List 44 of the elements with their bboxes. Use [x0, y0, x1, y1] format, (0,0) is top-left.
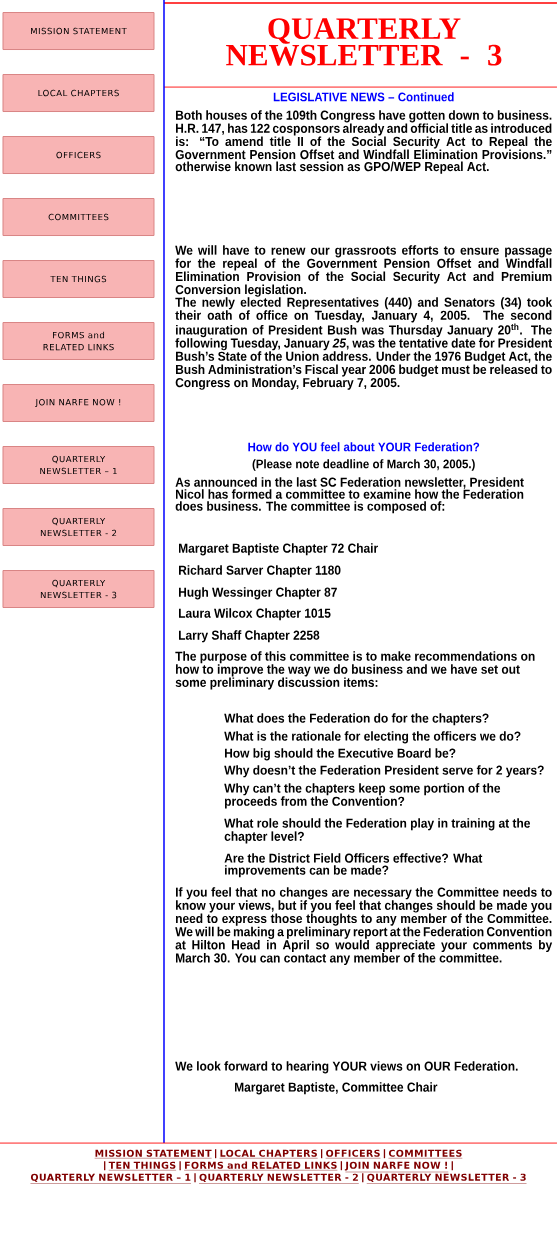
discussion-item: What is the rationale for electing the officers we do?	[224, 731, 521, 744]
discussion-item: How big should the Executive Board be?	[225, 748, 456, 761]
nav-button: QUARTERLY NEWSLETTER - 2	[2, 508, 155, 546]
footer-link: LOCAL CHAPTERS	[219, 1149, 318, 1159]
paragraph: The purpose of this committee is to make recommendations on how to improve the way we do business and we have set out some preliminary discussion items:	[175, 651, 535, 690]
paragraph: We look forward to hearing YOUR views on OUR Federation.	[175, 1061, 518, 1074]
paragraph: Both houses of the 109th Congress have gotten down to business. H.R. 147, has 122 cosponsors already and official title as introduced is: “To amend title II of the Social Security Act to Repeal the Government Pension Offset and Windfall Elimination Provisions.” otherwise known last session as GPO/WEP Repeal Act.	[175, 110, 552, 174]
nav-button: JOIN NARFE NOW !	[2, 384, 155, 422]
section-heading: How do YOU feel about YOUR Federation?	[248, 442, 480, 452]
footer-link: QUARTERLY NEWSLETTER – 1	[30, 1173, 192, 1184]
nav-button: QUARTERLY NEWSLETTER – 1	[2, 446, 155, 484]
footer-link: COMMITTEES	[388, 1149, 463, 1159]
discussion-item: Are the District Field Officers effective? What improvements can be made?	[224, 853, 483, 878]
discussion-item: Why doesn’t the Federation President serve for 2 years?	[224, 765, 544, 778]
nav-button: TEN THINGS	[2, 260, 155, 298]
member-line: Laura Wilcox Chapter 1015	[179, 608, 331, 621]
discussion-item: What role should the Federation play in training at the chapter level?	[224, 818, 530, 844]
member-line: Margaret Baptiste Chapter 72 Chair	[179, 543, 378, 556]
footer-link: MISSION STATEMENT	[94, 1149, 212, 1159]
paragraph: The newly elected Representatives (440) and Senators (34) took their oath of office on Tuesday, January 4, 2005. The second inauguration of President Bush was Thursday January 20$^{th}$. The following Tuesday, January 25, was the tentative date for President Bush’s State of the Union address. Under the 1976 Budget Act, the Bush Administration’s Fiscal year 2006 budget must be released to Congress on Monday, February 7, 2005.	[175, 297, 553, 390]
paragraph: We will have to renew our grassroots efforts to ensure passage for the repeal of the Government Pension Offset and Windfall Elimination Provision of the Social Security Act and Premium Conversion legislation.	[175, 245, 552, 297]
paragraph: If you feel that no changes are necessary the Committee needs to know your views, but if you feel that changes should be made you need to express those thoughts to any member of the Committee. We will be making a preliminary report at the Federation Convention at Hilton Head in April so would appreciate your comments by March 30. You can contact any member of the committee.	[175, 887, 553, 966]
discussion-item: Why can’t the chapters keep some portion of the proceeds from the Convention?	[224, 783, 501, 809]
footer-link: FORMS and RELATED LINKS	[183, 1161, 338, 1171]
footer-link: QUARTERLY NEWSLETTER - 2	[198, 1173, 359, 1184]
nav-button: FORMS and RELATED LINKS	[2, 322, 155, 360]
title: QUARTERLY NEWSLETTER - 3	[226, 18, 502, 66]
section-heading: LEGISLATIVE NEWS – Continued	[273, 92, 454, 102]
member-line: Hugh Wessinger Chapter 87	[179, 587, 337, 600]
signature: Margaret Baptiste, Committee Chair	[235, 1082, 438, 1095]
footer-link: OFFICERS	[325, 1149, 381, 1159]
footer-link: JOIN NARFE NOW !	[344, 1161, 449, 1173]
footer-link: TEN THINGS	[108, 1161, 177, 1171]
discussion-item: What does the Federation do for the chapters?	[224, 713, 489, 726]
paragraph: As announced in the last SC Federation newsletter, President Nicol has formed a committee to examine how the Federation does business. The committee is composed of:	[175, 477, 524, 514]
member-line: Larry Shaff Chapter 2258	[179, 630, 320, 643]
nav-button: OFFICERS	[2, 136, 155, 174]
member-line: Richard Sarver Chapter 1180	[179, 565, 341, 578]
nav-button: COMMITTEES	[2, 198, 155, 236]
nav-button: QUARTERLY NEWSLETTER - 3	[2, 570, 155, 608]
nav-button: LOCAL CHAPTERS	[2, 74, 155, 112]
note: (Please note deadline of March 30, 2005.)	[252, 459, 475, 471]
nav-button: MISSION STATEMENT	[2, 12, 155, 50]
footer-link: QUARTERLY NEWSLETTER - 3	[366, 1173, 527, 1184]
